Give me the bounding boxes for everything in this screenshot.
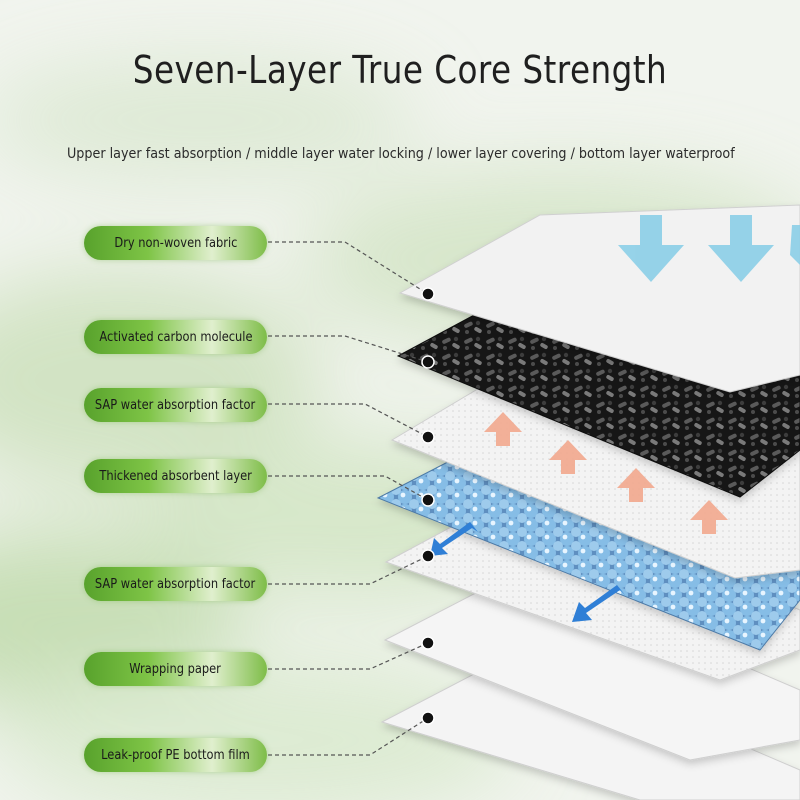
label-text: SAP water absorption factor [95, 576, 256, 592]
arrow-down-icon [618, 215, 800, 282]
label-text: Activated carbon molecule [98, 329, 253, 345]
arrow-flow-icon [430, 522, 625, 622]
label-sap-water-absorption-factor-lower: SAP water absorption factor [84, 567, 267, 601]
label-dry-non-woven-fabric: Dry non-woven fabric [84, 226, 267, 260]
page-title: Seven-Layer True Core Strength [132, 48, 668, 92]
label-text: Leak-proof PE bottom film [101, 747, 250, 763]
label-text: SAP water absorption factor [95, 397, 256, 413]
label-text: Dry non-woven fabric [113, 235, 238, 251]
arrow-up-icon [484, 412, 728, 534]
label-wrapping-paper: Wrapping paper [84, 652, 267, 686]
label-text: Wrapping paper [129, 661, 222, 677]
label-sap-water-absorption-factor-upper: SAP water absorption factor [84, 388, 267, 422]
label-activated-carbon-molecule: Activated carbon molecule [84, 320, 267, 354]
label-text: Thickened absorbent layer [99, 468, 252, 484]
dot-icon [421, 287, 435, 725]
label-thickened-absorbent-layer: Thickened absorbent layer [84, 459, 267, 493]
leader-lines [268, 241, 429, 756]
layer-non-woven-fabric [398, 204, 800, 393]
page-subtitle: Upper layer fast absorption / middle lay… [66, 146, 735, 162]
label-leak-proof-pe-bottom-film: Leak-proof PE bottom film [84, 738, 267, 772]
